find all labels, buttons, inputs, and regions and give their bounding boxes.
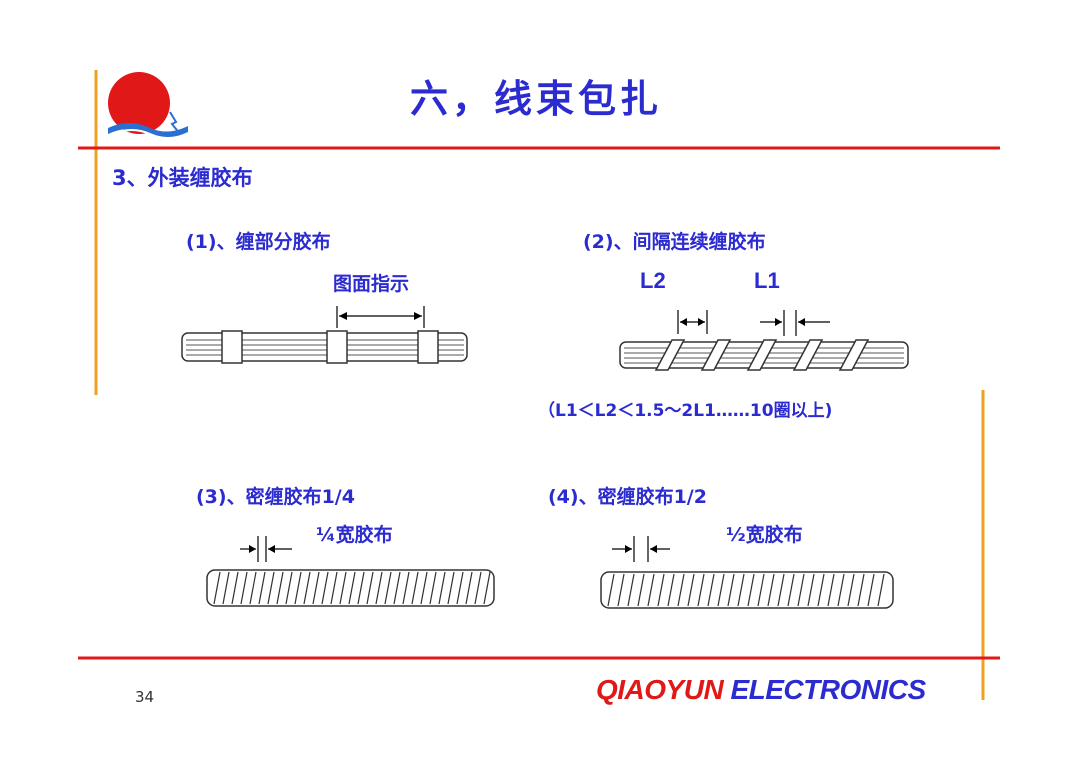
coil-line	[647, 573, 655, 607]
coil-line	[747, 573, 755, 607]
coil-line	[339, 571, 347, 605]
coil-line	[657, 573, 665, 607]
coil-line	[474, 571, 482, 605]
footer-brand-red: QIAOYUN	[596, 674, 724, 705]
diagram-4-label: ½宽胶布	[726, 524, 803, 546]
coil-line	[857, 573, 865, 607]
coil-line	[222, 571, 230, 605]
diagram-3-label: ¼宽胶布	[316, 524, 393, 546]
coil-line	[294, 571, 302, 605]
diagram-dense-half	[600, 536, 894, 609]
coil-line	[465, 571, 473, 605]
coil-line	[267, 571, 275, 605]
coil-line	[447, 571, 455, 605]
diagram-partial-tape	[181, 306, 468, 364]
coil-line	[617, 573, 625, 607]
coil-line	[384, 571, 392, 605]
slide-title: 六，线束包扎	[410, 77, 663, 121]
coil-line	[677, 573, 685, 607]
coil-line	[697, 573, 705, 607]
coil-line	[285, 571, 293, 605]
coil-line	[867, 573, 875, 607]
coil-line	[303, 571, 311, 605]
coil-line	[321, 571, 329, 605]
coil-line	[827, 573, 835, 607]
coil-line	[767, 573, 775, 607]
coil-line	[366, 571, 374, 605]
diagram-2-label-l2: L2	[640, 268, 666, 293]
coil-line	[456, 571, 464, 605]
coil-line	[667, 573, 675, 607]
coil-line	[727, 573, 735, 607]
coil-line	[627, 573, 635, 607]
coil-line	[837, 573, 845, 607]
coil-line	[258, 571, 266, 605]
coil-line	[276, 571, 284, 605]
coil-line	[330, 571, 338, 605]
page-number: 34	[135, 688, 155, 706]
diagram-interval-tape	[619, 310, 909, 371]
coil-line	[817, 573, 825, 607]
coil-line	[607, 573, 615, 607]
coil-line	[240, 571, 248, 605]
coil-line	[393, 571, 401, 605]
diagram-1-caption: (1)、缠部分胶布	[186, 231, 331, 253]
coil-line	[807, 573, 815, 607]
coil-line	[847, 573, 855, 607]
section-heading: 3、外装缠胶布	[112, 166, 253, 190]
coil-line	[797, 573, 805, 607]
coil-line	[877, 573, 885, 607]
coil-line	[249, 571, 257, 605]
diagram-2-caption: (2)、间隔连续缠胶布	[583, 231, 766, 253]
coil-line	[348, 571, 356, 605]
coil-line	[402, 571, 410, 605]
coil-line	[707, 573, 715, 607]
footer-brand: QIAOYUN ELECTRONICS	[596, 674, 926, 706]
footer-brand-blue: ELECTRONICS	[730, 674, 926, 705]
diagram-1-label: 图面指示	[333, 273, 410, 295]
diagram-2-label-l1: L1	[754, 268, 780, 293]
coil-line	[637, 573, 645, 607]
coil-line	[375, 571, 383, 605]
coil-line	[312, 571, 320, 605]
coil-line	[483, 571, 491, 605]
coil-line	[787, 573, 795, 607]
coil-line	[231, 571, 239, 605]
coil-line	[777, 573, 785, 607]
diagram-dense-quarter	[206, 536, 495, 607]
coil-line	[420, 571, 428, 605]
coil-line	[411, 571, 419, 605]
coil-line	[757, 573, 765, 607]
coil-line	[687, 573, 695, 607]
coil-line	[737, 573, 745, 607]
coil-line	[717, 573, 725, 607]
diagram-2-formula: （L1＜L2＜1.5～2L1……10圈以上)	[538, 401, 833, 421]
coil-line	[429, 571, 437, 605]
coil-line	[438, 571, 446, 605]
coil-line	[213, 571, 221, 605]
company-logo	[108, 72, 188, 139]
coil-line	[357, 571, 365, 605]
diagram-4-caption: (4)、密缠胶布1/2	[548, 486, 707, 508]
diagram-3-caption: (3)、密缠胶布1/4	[196, 486, 355, 508]
